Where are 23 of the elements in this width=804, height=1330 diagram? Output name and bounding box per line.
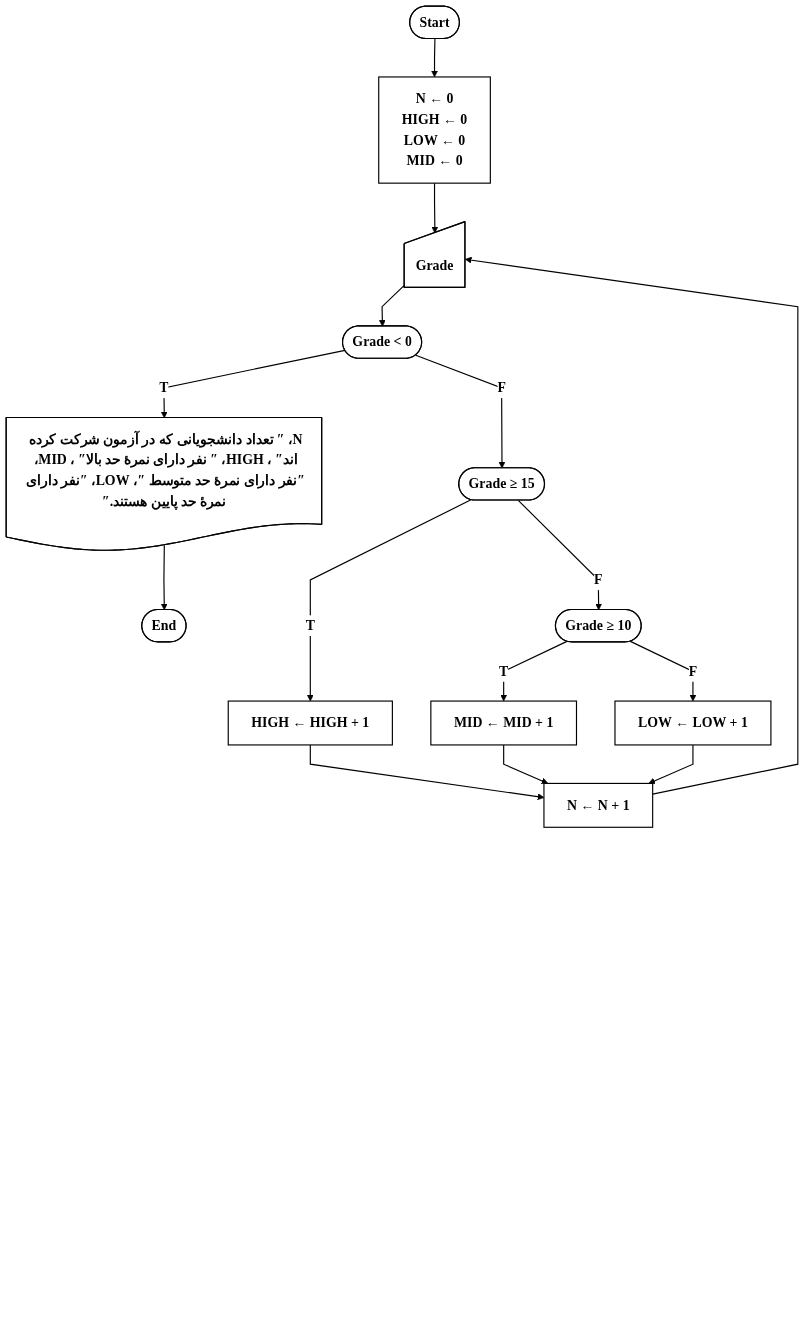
arrow: [431, 38, 438, 78]
edge-label: T: [159, 379, 169, 396]
arrow: [160, 544, 168, 611]
edge-label: F: [594, 571, 603, 588]
arrow: [648, 744, 694, 785]
arrow: [431, 182, 439, 234]
arrow: [306, 499, 472, 702]
edge-label: T: [499, 663, 509, 679]
node-box: MID ← MID + 1: [430, 700, 578, 746]
node-box: HIGH ← HIGH + 1: [227, 700, 393, 746]
arrow: [629, 640, 697, 702]
node-box: LOW ← LOW + 1: [614, 700, 772, 746]
edge-label: F: [497, 379, 506, 396]
edge-label: F: [688, 663, 698, 679]
arrow: [465, 256, 799, 795]
arrow: [517, 499, 602, 611]
arrow: [415, 354, 506, 469]
node-box: N ← N + 1: [543, 782, 654, 828]
edge-label: T: [305, 617, 315, 633]
node-box: N ← 0 HIGH ← 0 LOW ← 0 MID ← 0: [378, 76, 491, 184]
arrow: [500, 640, 568, 702]
arrow: [503, 744, 549, 785]
arrow: [378, 284, 406, 327]
